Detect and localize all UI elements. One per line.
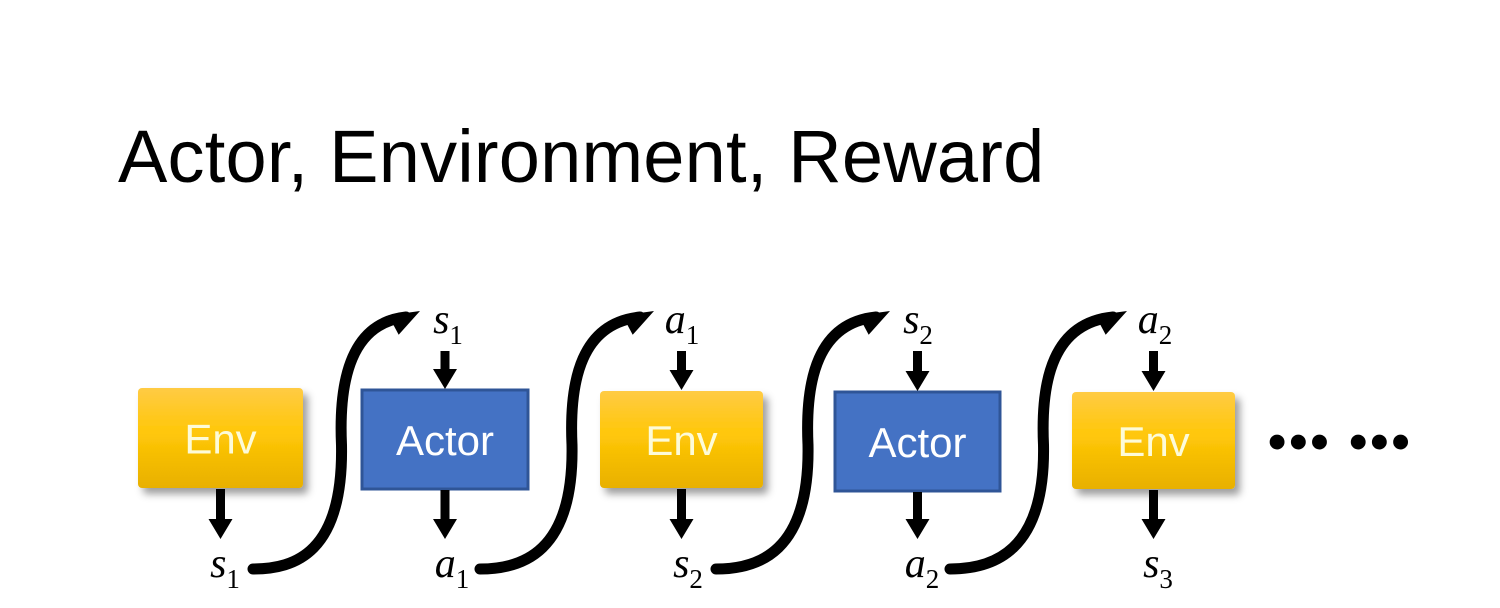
page-title: Actor, Environment, Reward <box>118 115 1045 198</box>
top-label-top-s2: s2 <box>903 297 933 350</box>
node-env-1[interactable]: Env <box>138 388 303 488</box>
math-subscript: 1 <box>226 564 240 594</box>
node-env-2[interactable]: Env <box>600 391 763 488</box>
math-subscript: 1 <box>686 320 700 350</box>
arrow-head <box>905 371 930 391</box>
arrow-out-of-env-3 <box>1141 490 1166 539</box>
math-base: a <box>665 297 686 343</box>
env-box[interactable] <box>600 391 763 488</box>
connector-arrow-head <box>622 311 654 335</box>
math-subscript: 1 <box>449 320 463 350</box>
connector-path <box>247 311 412 575</box>
arrow-into-actor-1 <box>433 351 457 389</box>
arrow-head <box>669 519 694 539</box>
ellipsis-continuation: ••• ••• <box>1268 413 1413 471</box>
arrow-head <box>669 370 694 390</box>
connector-curve-a1 <box>474 311 654 575</box>
arrow-head <box>433 369 457 389</box>
math-subscript: 2 <box>919 320 933 350</box>
node-env-3[interactable]: Env <box>1072 392 1235 489</box>
node-layer: Env Actor Env Actor Env <box>138 388 1235 493</box>
math-base: a <box>435 541 456 587</box>
arrow-head <box>905 519 930 539</box>
actor-box[interactable] <box>833 390 1002 493</box>
math-subscript: 3 <box>1159 564 1173 594</box>
arrow-out-of-actor-1 <box>433 490 457 539</box>
arrow-out-of-env-2 <box>669 489 694 539</box>
actor-box[interactable] <box>360 388 530 491</box>
arrow-head <box>1141 371 1166 391</box>
connector-curve-s2 <box>710 311 890 575</box>
connector-path <box>710 311 882 575</box>
connector-arrow-head <box>1095 311 1127 335</box>
top-label-top-a1: a1 <box>665 297 700 350</box>
arrow-head <box>433 519 457 539</box>
math-subscript: 1 <box>456 564 470 594</box>
math-base: s <box>210 541 226 587</box>
connector-curve-a2 <box>944 311 1127 575</box>
math-subscript: 2 <box>1159 320 1173 350</box>
top-label-top-a2: a2 <box>1138 297 1173 350</box>
arrow-head <box>1141 519 1166 539</box>
flow-arrow-layer <box>208 351 1166 539</box>
arrow-head <box>208 519 233 539</box>
connector-arrow-head <box>388 311 420 335</box>
arrow-into-env-2 <box>669 351 694 390</box>
connector-layer <box>247 311 1127 575</box>
connector-path <box>474 311 646 575</box>
top-label-top-s1: s1 <box>433 297 463 350</box>
bottom-label-bot-s1: s1 <box>210 541 240 594</box>
connector-path <box>944 311 1119 575</box>
math-subscript: 2 <box>689 564 703 594</box>
math-base: s <box>1143 541 1159 587</box>
math-subscript: 2 <box>926 564 940 594</box>
env-box[interactable] <box>1072 392 1235 489</box>
math-base: a <box>905 541 926 587</box>
node-actor-1[interactable]: Actor <box>360 388 530 491</box>
connector-arrow-head <box>858 311 890 335</box>
bottom-label-bot-a2: a2 <box>905 541 940 594</box>
bottom-label-bot-s2: s2 <box>673 541 703 594</box>
arrow-out-of-env-1 <box>208 489 233 539</box>
arrow-into-actor-2 <box>905 351 930 391</box>
math-base: a <box>1138 297 1159 343</box>
math-base: s <box>903 297 919 343</box>
arrow-out-of-actor-2 <box>905 492 930 539</box>
env-box[interactable] <box>138 388 303 488</box>
bottom-label-bot-a1: a1 <box>435 541 470 594</box>
math-base: s <box>673 541 689 587</box>
arrow-into-env-3 <box>1141 351 1166 391</box>
connector-curve-s1 <box>247 311 420 575</box>
node-actor-2[interactable]: Actor <box>833 390 1002 493</box>
bottom-label-bot-s3: s3 <box>1143 541 1173 594</box>
math-base: s <box>433 297 449 343</box>
